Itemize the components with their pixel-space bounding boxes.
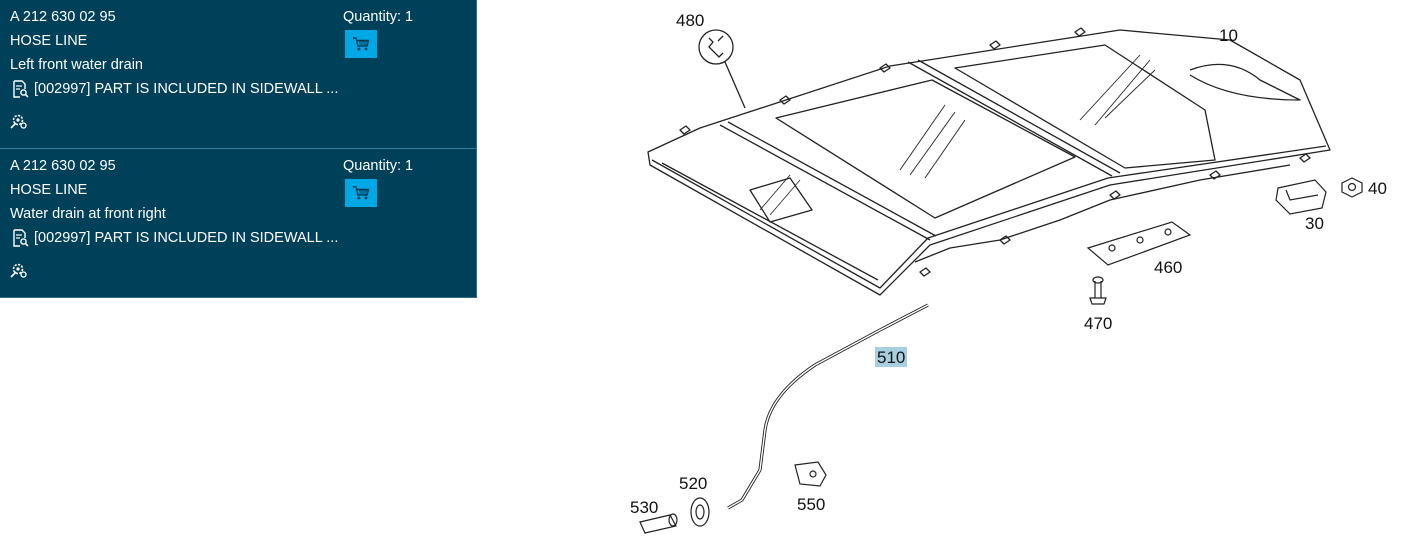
callout-30[interactable]: 30	[1305, 214, 1324, 233]
parts-diagram: 480 10 40 30 460 470 510 520 530 550	[630, 11, 1387, 534]
callout-highlight	[875, 347, 907, 367]
settings-gear-icon[interactable]	[10, 261, 28, 279]
part-description: Water drain at front right	[10, 206, 166, 222]
callout-470[interactable]: 470	[1084, 314, 1112, 333]
settings-gear-icon[interactable]	[10, 112, 28, 130]
parts-list-panel: A 212 630 02 95 HOSE LINE Left front wat…	[0, 0, 477, 298]
part-30-bracket	[1275, 179, 1327, 215]
document-search-icon	[13, 229, 29, 247]
part-550-clip	[794, 461, 827, 487]
part-note[interactable]: [002997] PART IS INCLUDED IN SIDEWALL ..…	[10, 80, 338, 98]
cart-icon	[353, 186, 370, 200]
part-530-plug	[639, 513, 678, 534]
quantity-label: Quantity: 1	[343, 158, 414, 174]
part-description: Left front water drain	[10, 57, 143, 73]
part-40-nut	[1341, 177, 1363, 198]
part-note-text: [002997] PART IS INCLUDED IN SIDEWALL ..…	[34, 81, 339, 97]
part-note[interactable]: [002997] PART IS INCLUDED IN SIDEWALL ..…	[10, 229, 338, 247]
callout-550[interactable]: 550	[797, 495, 825, 514]
quantity-label: Quantity: 1	[343, 9, 414, 25]
callout-480[interactable]: 480	[676, 11, 704, 30]
part-number: A 212 630 02 95	[10, 158, 116, 174]
part-note-text: [002997] PART IS INCLUDED IN SIDEWALL ..…	[34, 230, 339, 246]
callout-40[interactable]: 40	[1368, 179, 1387, 198]
part-item[interactable]: A 212 630 02 95 HOSE LINE Water drain at…	[0, 149, 476, 298]
part-name: HOSE LINE	[10, 182, 88, 198]
cart-icon	[353, 37, 370, 51]
part-item[interactable]: A 212 630 02 95 HOSE LINE Left front wat…	[0, 0, 476, 149]
part-510-hose-line	[727, 303, 929, 510]
add-to-cart-button[interactable]	[345, 179, 377, 207]
part-number: A 212 630 02 95	[10, 9, 116, 25]
callout-10[interactable]: 10	[1219, 26, 1238, 45]
part-520-grommet	[690, 497, 710, 527]
part-470-bolt	[1089, 276, 1107, 305]
document-search-icon	[13, 80, 29, 98]
part-460-plate	[1086, 221, 1192, 266]
wrench-icon	[698, 29, 746, 109]
add-to-cart-button[interactable]	[345, 30, 377, 58]
callout-460[interactable]: 460	[1154, 258, 1182, 277]
part-name: HOSE LINE	[10, 33, 88, 49]
callout-510[interactable]: 510	[877, 348, 905, 367]
roof-panel	[647, 29, 1331, 296]
callout-520[interactable]: 520	[679, 474, 707, 493]
callout-530[interactable]: 530	[630, 498, 658, 517]
